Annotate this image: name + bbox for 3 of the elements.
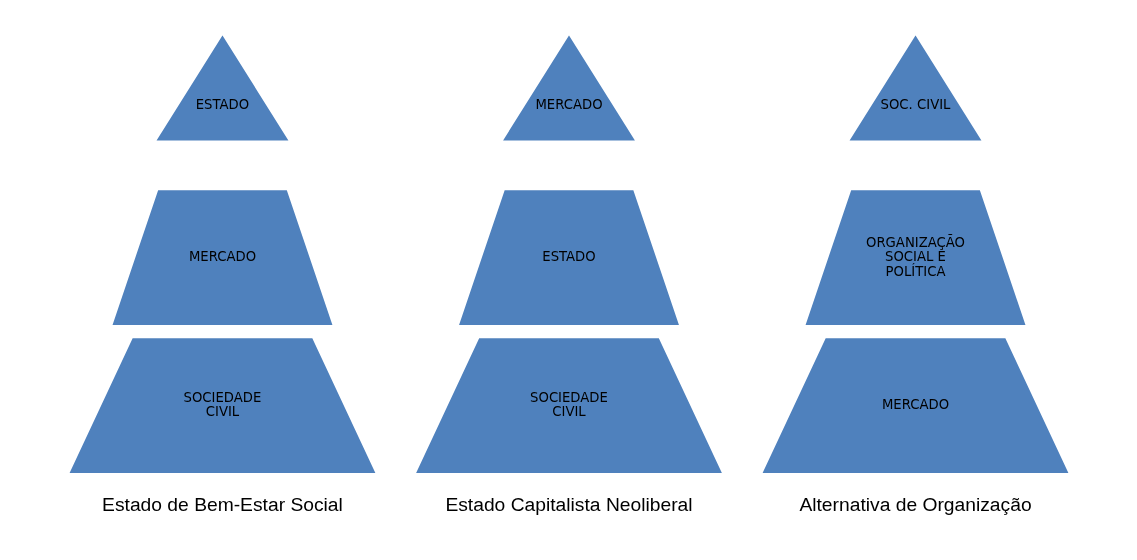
node-label: Estado Capitalista Neoliberal: [444, 493, 693, 515]
node-label: Alternativa de Organização: [798, 493, 1032, 515]
node-label: Estado de Bem-Estar Social: [101, 493, 343, 515]
